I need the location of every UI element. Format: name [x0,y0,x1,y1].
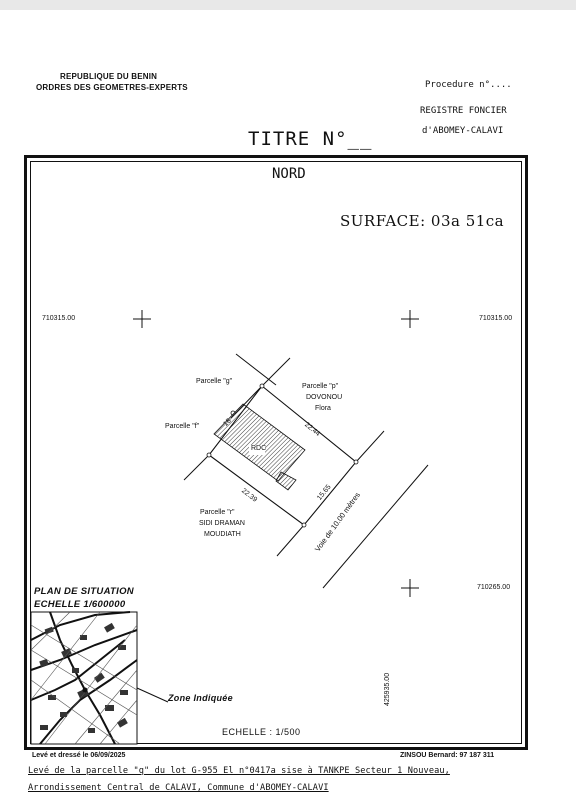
description-line-1: Levé de la parcelle "q" du lot G-955 El … [28,766,450,776]
plan-frame-outer [24,155,528,750]
crosshair-marks [133,310,419,597]
parcel-p-owner2: Flora [315,405,331,412]
registre-label: REGISTRE FONCIER [420,106,507,116]
coord-right-bottom: 710265.00 [477,584,511,591]
north-label: NORD [272,166,306,182]
parcel-r-owner1: SIDI DRAMAN [199,520,245,527]
top-bar [0,0,576,10]
order-label: ORDRES DES GEOMETRES-EXPERTS [36,83,188,92]
situation-title: PLAN DE SITUATION [34,586,134,597]
plan-frame-inner [30,161,522,744]
surface-label: SURFACE: 03a 51ca [340,212,505,230]
coord-left-top: 710315.00 [42,315,76,322]
parcel-p-label: Parcelle "p" [302,383,339,390]
parcel-r-label: Parcelle "r" [200,509,235,516]
surveyor-label: ZINSOU Bernard: 97 187 311 [400,752,495,759]
parcel-f-label: Parcelle "f" [165,423,200,430]
parcel-r-owner2: MOUDIATH [204,531,241,538]
leve-date: Levé et dressé le 06/09/2025 [32,752,126,759]
location-label: d'ABOMEY-CALAVI [422,126,504,136]
parcel-g-label: Parcelle "g" [196,378,233,385]
parcel-p-owner1: DOVONOU [306,394,343,401]
coord-right-top: 710315.00 [479,315,513,322]
zone-pointer [136,687,169,703]
procedure-label: Procedure n°.... [425,80,512,90]
description-line-2: Arrondissement Central de CALAVI, Commun… [28,783,329,793]
scale-label: ECHELLE : 1/500 [222,727,301,737]
building-label: RDC [251,445,267,452]
republic-label: REPUBLIQUE DU BENIN [60,72,158,81]
zone-label: Zone Indiquée [168,693,233,703]
titre-label: TITRE N°__ [248,128,373,150]
situation-scale: ECHELLE 1/600000 [34,599,126,610]
